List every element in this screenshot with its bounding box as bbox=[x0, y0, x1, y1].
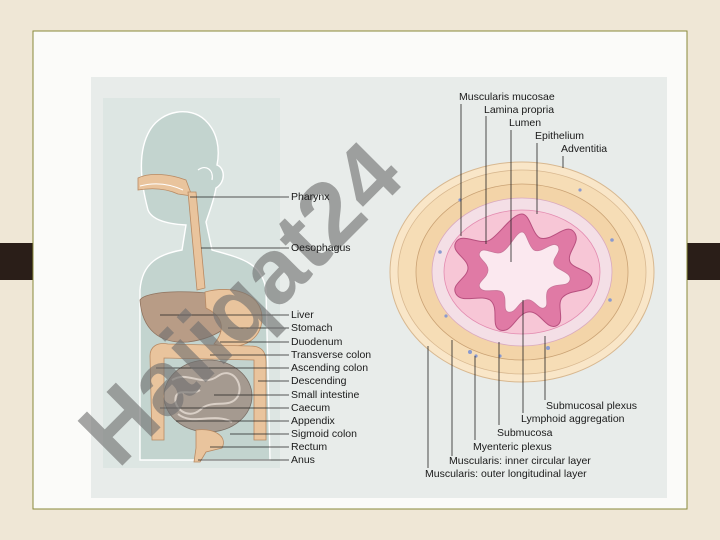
label-lumen: Lumen bbox=[509, 117, 542, 129]
left-side-tab bbox=[0, 243, 36, 280]
label-sigmoid-colon: Sigmoid colon bbox=[291, 428, 357, 440]
label-duodenum: Duodenum bbox=[291, 336, 343, 348]
label-epithelium: Epithelium bbox=[535, 130, 585, 142]
label-liver: Liver bbox=[291, 309, 314, 321]
right-top-leader-lines bbox=[460, 104, 564, 262]
left-leader-lines bbox=[156, 196, 289, 461]
label-rectum: Rectum bbox=[291, 441, 328, 453]
lumen bbox=[478, 231, 571, 313]
label-transverse-colon: Transverse colon bbox=[291, 349, 372, 361]
label-oesophagus: Oesophagus bbox=[291, 242, 351, 254]
mouth-pharynx bbox=[137, 174, 193, 197]
right-bottom-leader-lines bbox=[427, 300, 546, 468]
oesophagus bbox=[187, 191, 206, 291]
label-adventitia: Adventitia bbox=[561, 143, 608, 155]
stomach bbox=[204, 289, 263, 348]
label-myenteric-plexus: Myenteric plexus bbox=[473, 441, 552, 453]
label-stomach: Stomach bbox=[291, 322, 333, 334]
label-muscularis-mucosae: Muscularis mucosae bbox=[459, 91, 555, 103]
large-intestine bbox=[149, 343, 267, 441]
label-submucosal-plexus: Submucosal plexus bbox=[546, 400, 638, 412]
label-submucosa: Submucosa bbox=[497, 427, 553, 439]
label-lamina-propria: Lamina propria bbox=[484, 104, 555, 116]
label-anus: Anus bbox=[291, 454, 315, 466]
label-muscularis-inner-circular: Muscularis: inner circular layer bbox=[449, 455, 591, 467]
label-appendix: Appendix bbox=[291, 415, 335, 427]
rectum bbox=[193, 429, 224, 463]
label-caecum: Caecum bbox=[291, 402, 331, 414]
label-descending: Descending bbox=[291, 375, 347, 387]
label-small-intestine: Small intestine bbox=[291, 389, 360, 401]
label-lymphoid-aggregation: Lymphoid aggregation bbox=[521, 413, 625, 425]
label-pharynx: Pharynx bbox=[291, 191, 330, 203]
label-ascending-colon: Ascending colon bbox=[291, 362, 369, 374]
small-intestine bbox=[163, 359, 253, 433]
cross-section bbox=[389, 161, 655, 383]
label-muscularis-outer-longitudinal: Muscularis: outer longitudinal layer bbox=[425, 468, 587, 480]
